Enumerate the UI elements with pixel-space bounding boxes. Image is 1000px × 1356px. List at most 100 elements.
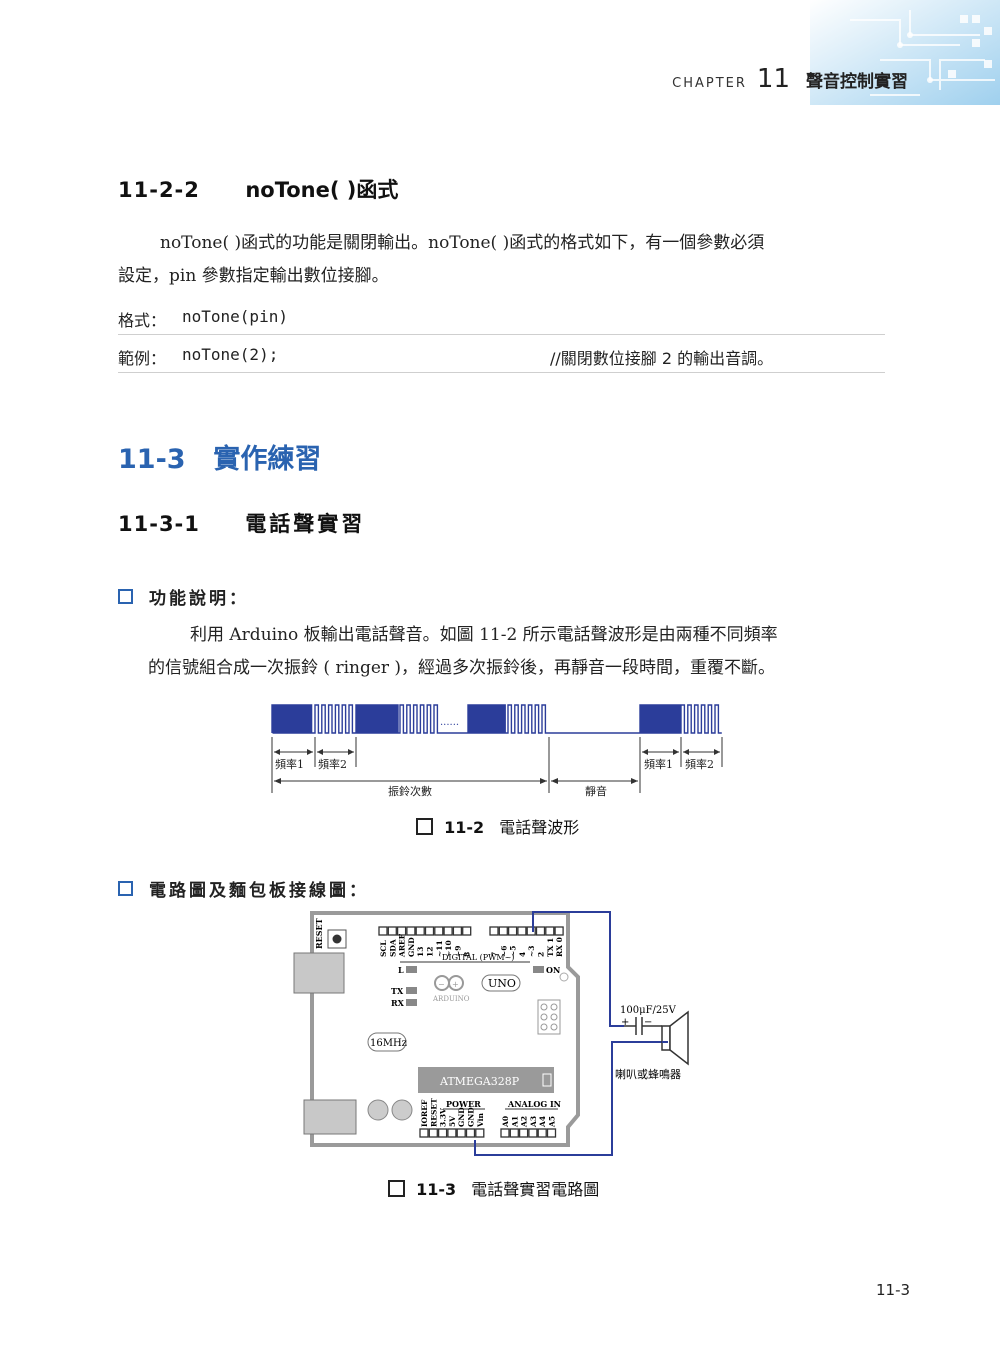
header-pin bbox=[378, 926, 388, 936]
chapter-title: 聲音控制實習 bbox=[806, 72, 908, 92]
bullet-heading-circuit: 電路圖及麵包板接線圖： bbox=[118, 876, 369, 901]
chapter-word: CHAPTER bbox=[672, 76, 747, 91]
pin-label: A3 bbox=[529, 1116, 538, 1128]
header-pin bbox=[537, 1128, 547, 1138]
corner-circuit-decoration bbox=[810, 0, 1000, 105]
reset-label: RESET bbox=[314, 918, 324, 949]
pin-label: GND bbox=[407, 937, 416, 957]
header-pin bbox=[437, 1128, 448, 1138]
uno-text: UNO bbox=[488, 977, 516, 990]
section-number: 11-2-2 bbox=[118, 178, 200, 202]
pin-label: ~9 bbox=[453, 945, 462, 957]
pin-label: GND bbox=[457, 1107, 466, 1127]
caption-text: 電話聲實習電路圖 bbox=[471, 1180, 600, 1199]
example-code: noTone(2); bbox=[182, 345, 279, 364]
speaker-icon bbox=[661, 1010, 689, 1066]
header-pin bbox=[509, 1128, 519, 1138]
format-label: 格式： bbox=[118, 311, 167, 330]
logo-text: ARDUINO bbox=[432, 995, 470, 1003]
chip-label: ATMEGA328P bbox=[439, 1075, 520, 1088]
board-capacitor bbox=[391, 1099, 413, 1121]
square-bullet-icon bbox=[118, 881, 133, 896]
ring-count-label: 振鈴次數 bbox=[388, 784, 432, 798]
section-title: 實作練習 bbox=[213, 444, 322, 475]
pin-label: 5V bbox=[448, 1116, 457, 1127]
section-heading-11-3-1: 11-3-1 電話聲實習 bbox=[118, 508, 365, 538]
pin-label: ~11 bbox=[435, 940, 444, 957]
pin-label: SDA bbox=[388, 939, 397, 957]
figure-11-2-waveform: 頻率1 頻率2 頻率1 頻率2 ...... 振鈴次數 靜音 bbox=[271, 704, 723, 798]
header-pin bbox=[498, 926, 508, 936]
header-pin bbox=[406, 926, 416, 936]
rx-led-label: RX bbox=[391, 998, 405, 1008]
header-pin bbox=[396, 926, 407, 936]
bullet-text: 功能說明： bbox=[149, 589, 249, 609]
square-bullet-icon bbox=[118, 589, 133, 604]
section-heading-11-2-2: 11-2-2 noTone( )函式 bbox=[118, 174, 398, 204]
svg-text:+: + bbox=[452, 980, 459, 989]
freq2-label: 頻率2 bbox=[318, 757, 347, 771]
paragraph-line: 利用 Arduino 板輸出電話聲音。如圖 11-2 所示電話聲波形是由兩種不同… bbox=[190, 625, 778, 645]
ringer-waveform bbox=[271, 704, 722, 734]
header-pin bbox=[428, 1128, 438, 1138]
pin-label: SCL bbox=[379, 940, 388, 957]
uno-badge bbox=[481, 974, 521, 992]
bullet-text: 電路圖及麵包板接線圖： bbox=[149, 881, 369, 901]
pin-label: A2 bbox=[520, 1116, 529, 1128]
arduino-logo-icon bbox=[434, 975, 464, 991]
pin-label: 7 bbox=[490, 952, 499, 957]
figure-11-3-caption: 11-3 電話聲實習電路圖 bbox=[388, 1176, 599, 1200]
header-pin bbox=[489, 926, 499, 936]
digital-header bbox=[378, 926, 564, 936]
chapter-header: CHAPTER 11 聲音控制實習 bbox=[672, 64, 908, 94]
on-led-label: ON bbox=[546, 965, 560, 975]
pin-label: 12 bbox=[426, 947, 435, 957]
header-pin bbox=[447, 1128, 457, 1138]
header-pin bbox=[545, 926, 555, 936]
pin-label: A1 bbox=[510, 1116, 519, 1128]
silence-label: 靜音 bbox=[585, 784, 607, 798]
header-pin bbox=[507, 926, 518, 936]
header-pin bbox=[462, 926, 472, 936]
waveform-path bbox=[271, 704, 722, 734]
header-pin bbox=[419, 1128, 429, 1138]
pin-label: ~3 bbox=[527, 945, 536, 957]
pin-label: ~10 bbox=[444, 940, 453, 957]
example-label: 範例： bbox=[118, 349, 167, 368]
header-pin bbox=[465, 1128, 476, 1138]
bottom-header bbox=[419, 1128, 557, 1138]
electrolytic-capacitor bbox=[624, 1017, 662, 1035]
section-heading-11-3: 11-3 實作練習 bbox=[118, 437, 321, 476]
pin-label: ~6 bbox=[499, 945, 508, 957]
pin-label: A4 bbox=[538, 1116, 547, 1128]
board-capacitor bbox=[367, 1099, 389, 1121]
example-row: 範例： noTone(2); //關閉數位接腳 2 的輸出音調。 bbox=[118, 338, 885, 373]
power-label: POWER bbox=[446, 1099, 481, 1109]
pin-label: RESET bbox=[429, 1098, 438, 1127]
atmega-chip bbox=[418, 1067, 554, 1093]
freq2-label: 頻率2 bbox=[685, 757, 714, 771]
crystal-label: 16MHz bbox=[370, 1038, 407, 1049]
header-pin bbox=[535, 926, 546, 936]
header-pin bbox=[526, 926, 536, 936]
paragraph-line: 設定，pin 參數指定輸出數位接腳。 bbox=[118, 266, 389, 286]
header-pin bbox=[554, 926, 564, 936]
pin-label: GND bbox=[467, 1107, 476, 1127]
cap-plus: + bbox=[621, 1017, 629, 1028]
pin-label: Vin bbox=[476, 1112, 485, 1128]
figure-icon bbox=[416, 818, 433, 835]
format-code: noTone(pin) bbox=[182, 307, 288, 326]
cap-minus: − bbox=[644, 1017, 652, 1028]
header-pin bbox=[415, 926, 425, 936]
header-pin bbox=[517, 926, 527, 936]
header-pin bbox=[546, 1128, 557, 1138]
freq1-label: 頻率1 bbox=[275, 757, 304, 771]
header-pin bbox=[434, 926, 444, 936]
caption-number: 11-2 bbox=[444, 818, 485, 837]
header-pin bbox=[443, 926, 453, 936]
section-title: noTone( )函式 bbox=[245, 178, 399, 202]
digital-label: DIGITAL (PWM~) bbox=[442, 953, 514, 962]
